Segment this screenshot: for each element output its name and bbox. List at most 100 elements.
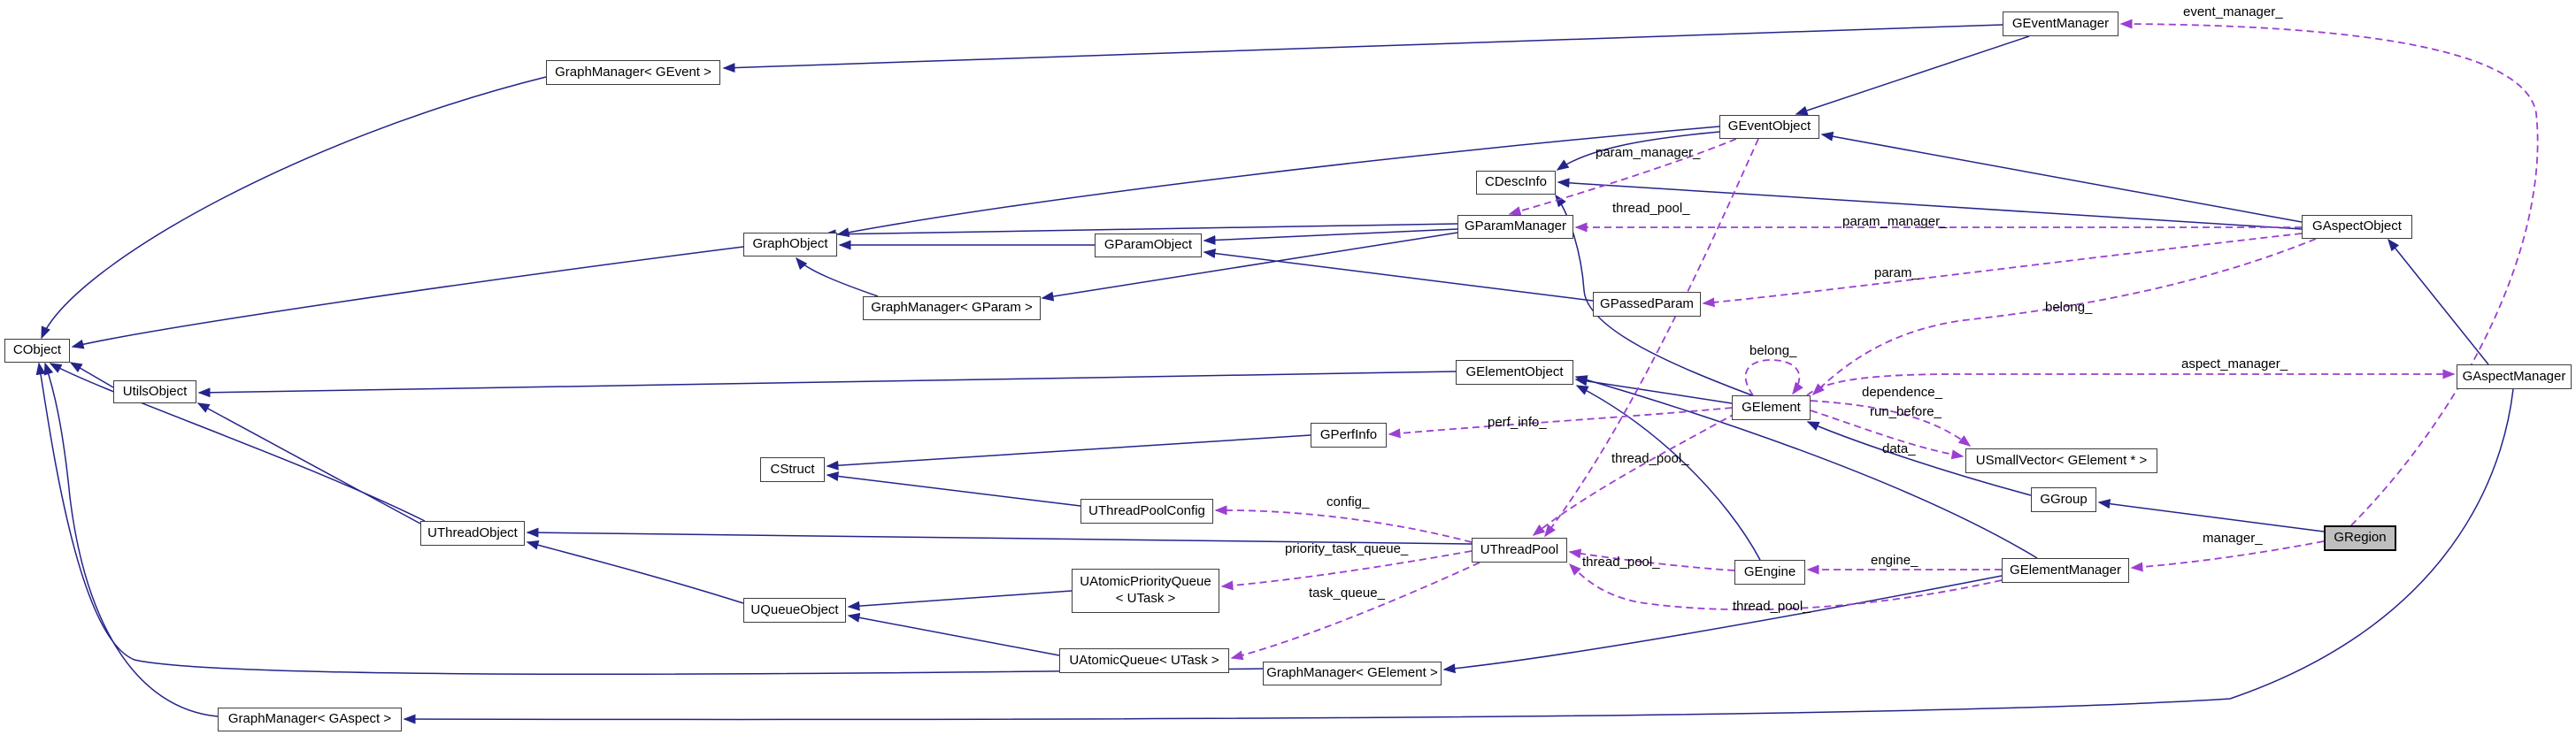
inheritance-edge-gaspectobject-to-geventobject: [1820, 131, 2303, 223]
inheritance-edge-gelementobject-to-utilsobject: [197, 371, 1457, 398]
class-node-label: GPerfInfo: [1319, 426, 1378, 442]
inheritance-edge-uthreadpoolconfig-to-cstruct: [826, 471, 1081, 507]
inheritance-edge-geventobject-to-graphobject: [836, 126, 1720, 238]
usage-edge-uthreadpool-to-uatomicpriorityqueue-utask: [1220, 550, 1473, 591]
class-node-graphmanager-gevent[interactable]: GraphManager< GEvent >: [546, 60, 720, 85]
edge-label-event-manager-0: event_manager_: [2183, 4, 2283, 19]
inheritance-edge-gregion-to-ggroup: [2097, 499, 2325, 532]
inheritance-edge-uqueueobject-to-uthreadobject: [526, 540, 744, 604]
edge-label-thread-pool-12: thread_pool_: [1611, 451, 1689, 466]
class-node-label: CObject: [12, 342, 62, 358]
usage-edge-gaspectobject-to-gelement: [1811, 238, 2317, 396]
class-node-gperfinfo[interactable]: GPerfInfo: [1311, 423, 1387, 448]
usage-edge-gelement-to-gperfinfo: [1388, 407, 1733, 439]
class-node-label: GParamObject: [1103, 237, 1193, 253]
class-node-graphobject[interactable]: GraphObject: [743, 233, 837, 256]
usage-edge-gelement-to-usmallvector-gelement: [1810, 400, 1972, 447]
class-node-geventmanager[interactable]: GEventManager: [2003, 11, 2118, 36]
class-node-graphmanager-gparam[interactable]: GraphManager< GParam >: [863, 296, 1041, 320]
class-node-gparammanager[interactable]: GParamManager: [1457, 215, 1573, 239]
class-node-label: GElementManager: [2010, 562, 2121, 578]
usage-edge-gelement-to-gelement: [1744, 359, 1803, 396]
inheritance-edge-uthreadobject-to-utilsobject: [196, 402, 421, 524]
edge-label-belong-5: belong_: [2045, 300, 2093, 315]
class-node-label: GPassedParam: [1600, 295, 1694, 311]
class-node-label: GElementObject: [1465, 364, 1564, 379]
class-node-label: CStruct: [770, 461, 815, 477]
class-node-cobject[interactable]: CObject: [4, 339, 70, 363]
class-node-label: GAspectManager: [2462, 368, 2566, 384]
edge-label-param-manager-3: param_manager_: [1842, 214, 1948, 229]
edge-label-run-before-9: run_before_: [1870, 404, 1942, 419]
inheritance-edge-geventmanager-to-geventobject: [1795, 35, 2030, 116]
class-node-gelementobject[interactable]: GElementObject: [1456, 360, 1573, 385]
class-node-label: GParamManager: [1464, 218, 1567, 234]
usage-edge-gaspectobject-to-gpassedparam: [1702, 233, 2303, 308]
class-node-label: UThreadPoolConfig: [1088, 502, 1205, 518]
class-node-gelementmanager[interactable]: GElementManager: [2002, 558, 2129, 583]
class-node-uatomicpriorityqueue-utask[interactable]: UAtomicPriorityQueue< UTask >: [1072, 569, 1219, 613]
usage-edge-gelement-to-gaspectmanager: [1806, 369, 2456, 396]
inheritance-edge-uatomicqueue-utask-to-uqueueobject: [847, 612, 1060, 656]
edge-label-data-10: data_: [1882, 441, 1916, 456]
class-node-label: UAtomicPriorityQueue: [1080, 574, 1211, 590]
class-node-uthreadobject[interactable]: UThreadObject: [420, 521, 525, 546]
inheritance-edge-uatomicpriorityqueue-utask-to-uqueueobject: [847, 590, 1073, 611]
inheritance-edge-gparammanager-to-graphmanager-gparam: [1041, 232, 1458, 302]
class-node-label: GraphManager< GEvent >: [555, 64, 711, 80]
class-node-label: CDescInfo: [1484, 174, 1548, 190]
class-node-usmallvector-gelement[interactable]: USmallVector< GElement * >: [1965, 448, 2157, 473]
inheritance-edge-gelement-to-gelementobject: [1574, 376, 1733, 404]
class-node-gpassedparam[interactable]: GPassedParam: [1593, 292, 1701, 317]
inheritance-edge-graphmanager-gevent-to-cobject: [41, 76, 547, 340]
class-node-cstruct[interactable]: CStruct: [760, 457, 825, 482]
usage-edge-geventobject-to-gparammanager: [1508, 138, 1737, 216]
usage-edge-gregion-to-geventmanager: [2119, 19, 2539, 526]
class-node-label: UtilsObject: [122, 383, 188, 399]
class-node-uthreadpool[interactable]: UThreadPool: [1472, 538, 1567, 563]
class-node-uqueueobject[interactable]: UQueueObject: [743, 598, 846, 623]
inheritance-edge-gengine-to-gelementobject: [1575, 385, 1761, 561]
class-node-geventobject[interactable]: GEventObject: [1719, 115, 1819, 139]
edge-label-thread-pool-2: thread_pool_: [1612, 201, 1690, 216]
class-node-uthreadpoolconfig[interactable]: UThreadPoolConfig: [1080, 499, 1213, 524]
class-node-label: GraphManager< GAspect >: [227, 711, 392, 727]
class-node-label: GElement: [1742, 399, 1801, 415]
class-node-label: UAtomicQueue< UTask >: [1069, 652, 1219, 668]
usage-edge-gregion-to-gelementmanager: [2130, 540, 2325, 572]
class-node-gaspectmanager[interactable]: GAspectManager: [2457, 364, 2572, 389]
class-node-gelement[interactable]: GElement: [1732, 395, 1811, 420]
class-node-label: < UTask >: [1115, 591, 1176, 606]
class-node-gengine[interactable]: GEngine: [1734, 560, 1805, 585]
inheritance-edge-gparammanager-to-graphobject: [823, 223, 1458, 240]
inheritance-edge-uthreadobject-to-cobject: [49, 363, 426, 522]
inheritance-edge-gparammanager-to-gparamobject: [1203, 228, 1458, 245]
edge-label-manager-14: manager_: [2203, 531, 2263, 546]
class-node-ggroup[interactable]: GGroup: [2031, 487, 2096, 512]
inheritance-edge-uthreadpool-to-uthreadobject: [526, 527, 1473, 545]
class-node-cdescinfo[interactable]: CDescInfo: [1476, 171, 1556, 195]
inheritance-edge-utilsobject-to-cobject: [69, 362, 114, 388]
class-node-label: GGroup: [2040, 491, 2088, 507]
edge-label-priority-task-queue-15: priority_task_queue_: [1285, 541, 1409, 556]
usage-edge-gelementmanager-to-uthreadpool: [1568, 563, 2003, 611]
class-node-uatomicqueue-utask[interactable]: UAtomicQueue< UTask >: [1059, 648, 1229, 673]
usage-edge-gelement-to-usmallvector-gelement: [1810, 410, 1965, 460]
edge-label-param-manager-1: param_manager_: [1596, 145, 1701, 160]
class-node-graphmanager-gaspect[interactable]: GraphManager< GAspect >: [218, 708, 402, 731]
class-node-label: GAspectObject: [2312, 218, 2402, 234]
inheritance-edge-gpassedparam-to-gparamobject: [1203, 249, 1594, 302]
inheritance-edge-gperfinfo-to-cstruct: [826, 434, 1311, 471]
edge-label-thread-pool-16: thread_pool_: [1582, 555, 1660, 570]
class-node-gparamobject[interactable]: GParamObject: [1095, 234, 1202, 257]
class-node-graphmanager-gelement[interactable]: GraphManager< GElement >: [1263, 662, 1442, 685]
class-node-label: UThreadPool: [1480, 541, 1559, 557]
class-node-label: GEventManager: [2011, 15, 2110, 31]
edge-label-dependence-8: dependence_: [1862, 385, 1942, 400]
edge-label-thread-pool-18: thread_pool_: [1733, 599, 1811, 614]
inheritance-edge-geventobject-to-cdescinfo: [1556, 131, 1720, 171]
edge-label-task-queue-17: task_queue_: [1309, 586, 1385, 601]
class-node-gaspectobject[interactable]: GAspectObject: [2302, 215, 2412, 239]
class-node-utilsobject[interactable]: UtilsObject: [113, 380, 196, 403]
